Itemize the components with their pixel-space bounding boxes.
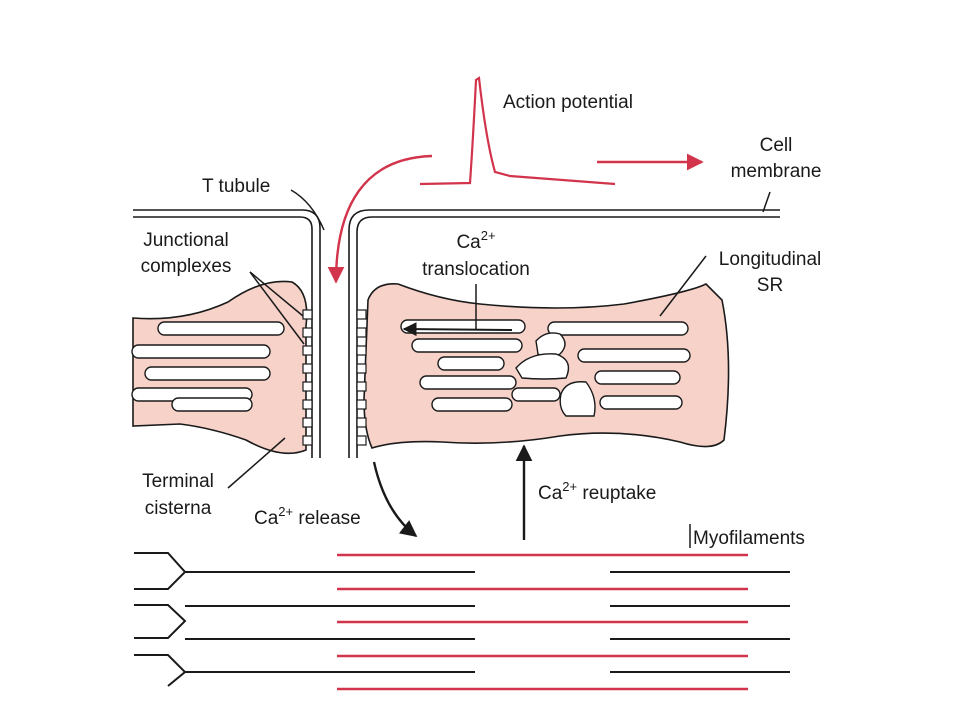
- ca-charge-superscript: 2+: [278, 504, 293, 519]
- cell-membrane: [133, 209, 780, 458]
- junctional-pointer-2: [249, 271, 305, 345]
- myofilaments: [134, 524, 790, 691]
- ca-reuptake-label: Ca2+ reuptake: [538, 479, 656, 504]
- reuptake-word: reuptake: [577, 483, 656, 504]
- ca-symbol: Ca: [538, 483, 563, 504]
- cell-membrane-label-line2: membrane: [731, 161, 822, 182]
- longitudinal-sr-label-line1: Longitudinal: [719, 249, 821, 270]
- ca-charge-superscript: 2+: [562, 479, 577, 494]
- action-potential-label: Action potential: [503, 92, 633, 113]
- t-tubule-label: T tubule: [202, 176, 270, 197]
- myofilaments-label: Myofilaments: [693, 528, 805, 549]
- terminal-cisterna-label-line2: cisterna: [145, 498, 212, 519]
- release-word: release: [293, 508, 361, 529]
- junctional-complexes-label-line2: complexes: [141, 256, 232, 277]
- right-sarcoplasmic-reticulum: [363, 283, 730, 449]
- terminal-cisterna-label-line1: Terminal: [142, 471, 214, 492]
- longitudinal-sr-label-line2: SR: [757, 275, 783, 296]
- ca-translocation-label-line1: Ca2+: [456, 228, 495, 253]
- cell-membrane-label-line1: Cell: [760, 135, 793, 156]
- ca-symbol: Ca: [254, 508, 279, 529]
- junctional-pointer-1: [249, 271, 304, 317]
- cell-membrane-pointer: [762, 191, 771, 213]
- ca-release-label: Ca2+ release: [254, 504, 361, 529]
- junctional-complexes-label-line1: Junctional: [143, 230, 229, 251]
- longitudinal-pointer: [659, 255, 707, 317]
- ca-charge-superscript: 2+: [481, 228, 496, 243]
- left-sarcoplasmic-reticulum: [131, 280, 308, 455]
- ca-release-arrow: [372, 461, 418, 538]
- ca-symbol: Ca: [456, 232, 481, 253]
- junctional-complex-feet: [302, 309, 367, 446]
- t-tubule-pointer: [290, 189, 325, 231]
- action-potential-waveform: [419, 76, 616, 186]
- ca-translocation-label-line2: translocation: [422, 259, 530, 280]
- ca-translocation-arrow: [402, 322, 513, 337]
- depolarization-arrow-left: [327, 154, 433, 284]
- terminal-cisterna-pointer: [227, 437, 286, 489]
